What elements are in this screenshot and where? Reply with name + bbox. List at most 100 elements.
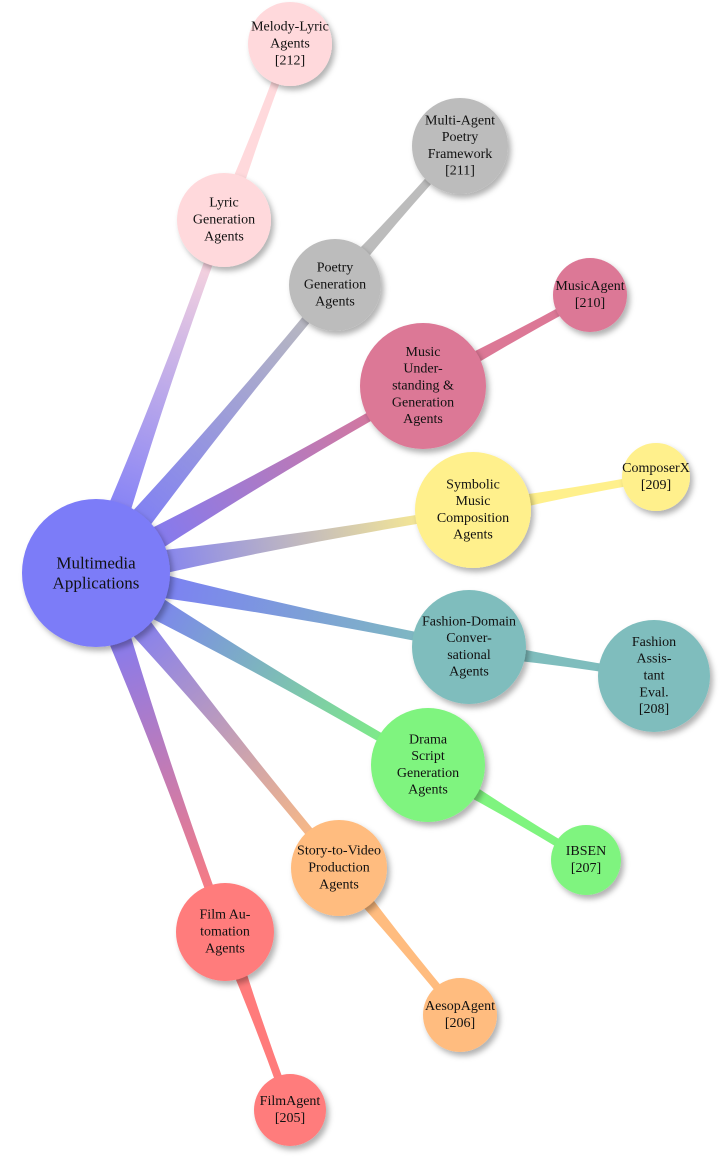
node-filmagent: FilmAgent [205] — [254, 1074, 326, 1146]
node-label-film-1: tomation — [200, 925, 250, 940]
node-label-composerx-0: ComposerX — [622, 461, 690, 476]
connector-root-drama — [124, 582, 406, 755]
node-label-multi-agent-poetry-0: Multi-Agent — [425, 113, 495, 128]
node-circle-multi-agent-poetry — [412, 98, 508, 194]
connector-poetry-multi-agent-poetry — [346, 161, 447, 271]
node-ibsen: IBSEN [207] — [551, 825, 621, 895]
node-label-multi-agent-poetry-1: Poetry — [442, 130, 479, 145]
node-label-root-1: Applications — [53, 574, 140, 593]
node-label-drama-0: Drama — [409, 732, 448, 747]
node-circle-aesopagent — [423, 978, 497, 1052]
node-label-music-3: Generation — [392, 395, 454, 410]
connector-film-filmagent — [227, 954, 288, 1095]
node-circle-musicagent — [553, 258, 627, 332]
node-label-lyric-2: Agents — [204, 229, 244, 244]
node-circle-composerx — [622, 443, 690, 511]
node-label-fashion-assistant-3: Eval. — [639, 685, 668, 700]
node-label-fashion-3: Agents — [449, 665, 489, 680]
node-label-fashion-1: Conver- — [446, 631, 492, 646]
node-label-aesopagent-1: [206] — [445, 1016, 475, 1031]
node-label-multi-agent-poetry-3: [211] — [445, 164, 475, 179]
node-circle-fashion-assistant — [598, 620, 710, 732]
node-circle-filmagent — [254, 1074, 326, 1146]
connector-root-fashion — [133, 568, 442, 646]
node-composerx: ComposerX [209] — [622, 443, 690, 511]
node-circle-lyric — [177, 173, 271, 267]
node-label-drama-2: Generation — [397, 766, 459, 781]
node-musicagent: MusicAgent [210] — [553, 258, 627, 332]
node-circle-melody-lyric — [248, 2, 332, 86]
connector-root-symbolic — [134, 510, 446, 580]
connector-root-film — [97, 606, 221, 911]
node-label-multi-agent-poetry-2: Framework — [428, 147, 493, 162]
node-label-ibsen-0: IBSEN — [566, 844, 606, 859]
node-label-fashion-assistant-2: tant — [644, 669, 665, 684]
node-label-fashion-assistant-0: Fashion — [632, 635, 676, 650]
node-label-symbolic-2: Composition — [437, 511, 509, 526]
node-label-lyric-1: Generation — [193, 213, 255, 228]
connectors — [97, 62, 640, 1095]
node-label-root-0: Multimedia — [56, 553, 136, 572]
node-label-melody-lyric-2: [212] — [275, 53, 305, 68]
node-circle-poetry — [289, 239, 381, 331]
node-circle-fashion — [412, 590, 526, 704]
node-label-music-4: Agents — [403, 412, 443, 427]
node-label-filmagent-0: FilmAgent — [260, 1094, 321, 1109]
node-label-fashion-2: sational — [447, 648, 491, 663]
node-label-drama-3: Agents — [408, 783, 448, 798]
node-label-ibsen-1: [207] — [571, 861, 601, 876]
node-label-music-2: standing & — [392, 379, 454, 394]
node-label-melody-lyric-0: Melody-Lyric — [251, 20, 329, 35]
node-label-melody-lyric-1: Agents — [270, 37, 310, 52]
node-label-musicagent-0: MusicAgent — [555, 279, 624, 294]
node-label-musicagent-1: [210] — [575, 296, 605, 311]
node-circle-drama — [371, 708, 485, 822]
node-label-film-0: Film Au- — [200, 908, 251, 923]
node-label-poetry-0: Poetry — [317, 261, 354, 276]
node-circle-story-video — [291, 820, 387, 916]
connector-root-music — [124, 397, 398, 565]
node-circle-root — [22, 499, 170, 647]
node-label-poetry-1: Generation — [304, 278, 366, 293]
node-label-symbolic-3: Agents — [453, 528, 493, 543]
node-label-film-2: Agents — [205, 941, 245, 956]
node-circle-symbolic — [415, 452, 531, 568]
node-label-composerx-1: [209] — [641, 478, 671, 493]
connector-root-lyric — [97, 240, 221, 540]
node-label-fashion-0: Fashion-Domain — [422, 614, 516, 629]
node-label-story-video-1: Production — [308, 861, 369, 876]
connector-root-story-video — [111, 596, 328, 853]
connector-music-musicagent — [450, 300, 576, 376]
connector-root-poetry — [111, 299, 324, 550]
connector-story-video-aesopagent — [350, 883, 452, 1004]
node-label-poetry-2: Agents — [315, 294, 355, 309]
node-label-drama-1: Script — [411, 749, 445, 764]
connector-drama-ibsen — [451, 775, 574, 855]
node-circle-ibsen — [551, 825, 621, 895]
node-label-music-1: Under- — [403, 362, 443, 377]
node-label-symbolic-1: Music — [456, 494, 491, 509]
node-label-fashion-assistant-1: Assis- — [636, 652, 671, 667]
connector-lyric-melody-lyric — [226, 62, 287, 199]
node-label-symbolic-0: Symbolic — [446, 477, 500, 492]
connector-fashion-fashion-assistant — [498, 644, 627, 676]
node-label-story-video-2: Agents — [319, 877, 359, 892]
node-aesopagent: AesopAgent[206] — [423, 978, 497, 1052]
node-label-story-video-0: Story-to-Video — [297, 844, 381, 859]
node-label-filmagent-1: [205] — [275, 1111, 305, 1126]
node-label-fashion-assistant-4: [208] — [639, 702, 669, 717]
node-circle-music — [360, 323, 486, 449]
